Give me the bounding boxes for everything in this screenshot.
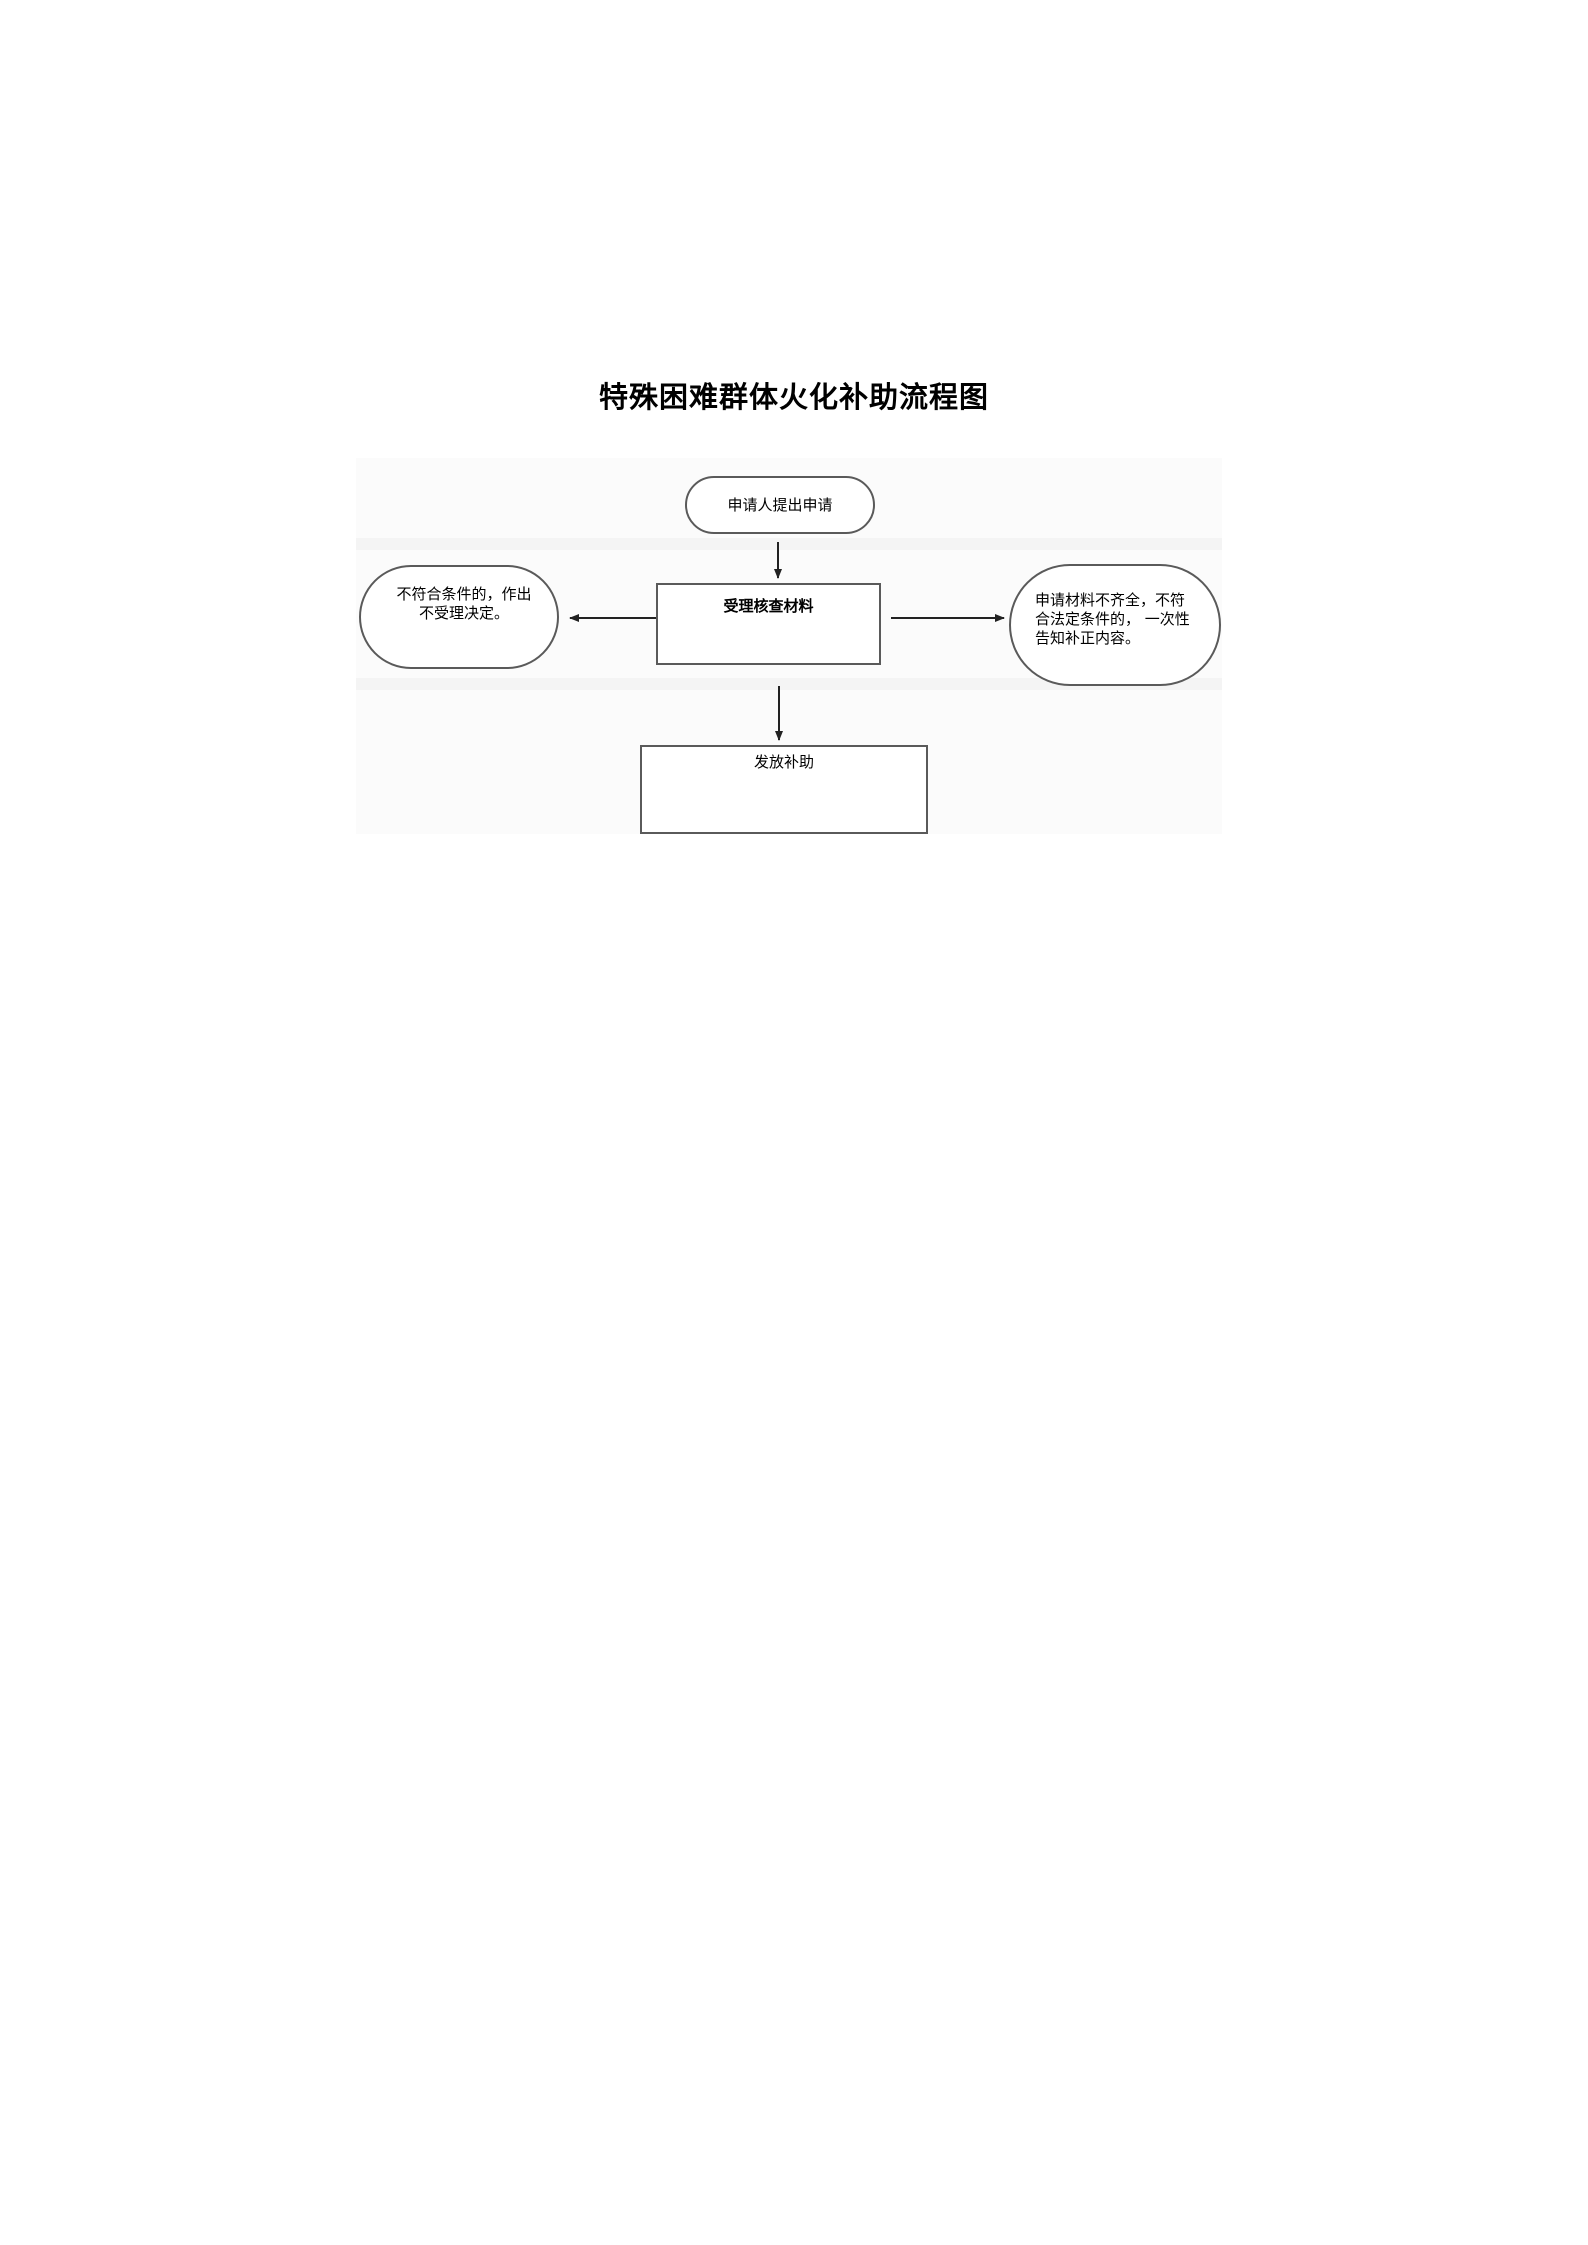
node-grant-subsidy: 发放补助	[640, 745, 928, 834]
node-supplement-label: 申请材料不齐全，不符 合法定条件的， 一次性 告知补正内容。	[1035, 591, 1190, 647]
background-band	[356, 538, 1222, 550]
node-grant-label: 发放补助	[753, 753, 814, 771]
flow-arrows	[569, 542, 1005, 741]
node-apply-submit: 申请人提出申请	[685, 476, 875, 534]
node-review-label: 受理核查材料	[723, 597, 814, 615]
node-apply-label: 申请人提出申请	[727, 496, 833, 514]
node-reject-decision: 不符合条件的，作出 不受理决定。	[359, 565, 559, 669]
node-reject-label: 不符合条件的，作出 不受理决定。	[396, 585, 532, 622]
page-title: 特殊困难群体火化补助流程图	[598, 380, 989, 414]
background-band	[356, 678, 1222, 690]
flowchart: 申请人提出申请 受理核查材料 不符合条件的，作出 不受理决定。 申请材料不齐全，…	[356, 458, 1222, 834]
node-review-materials: 受理核查材料	[656, 583, 881, 665]
node-supplement-notice: 申请材料不齐全，不符 合法定条件的， 一次性 告知补正内容。	[1009, 564, 1221, 686]
